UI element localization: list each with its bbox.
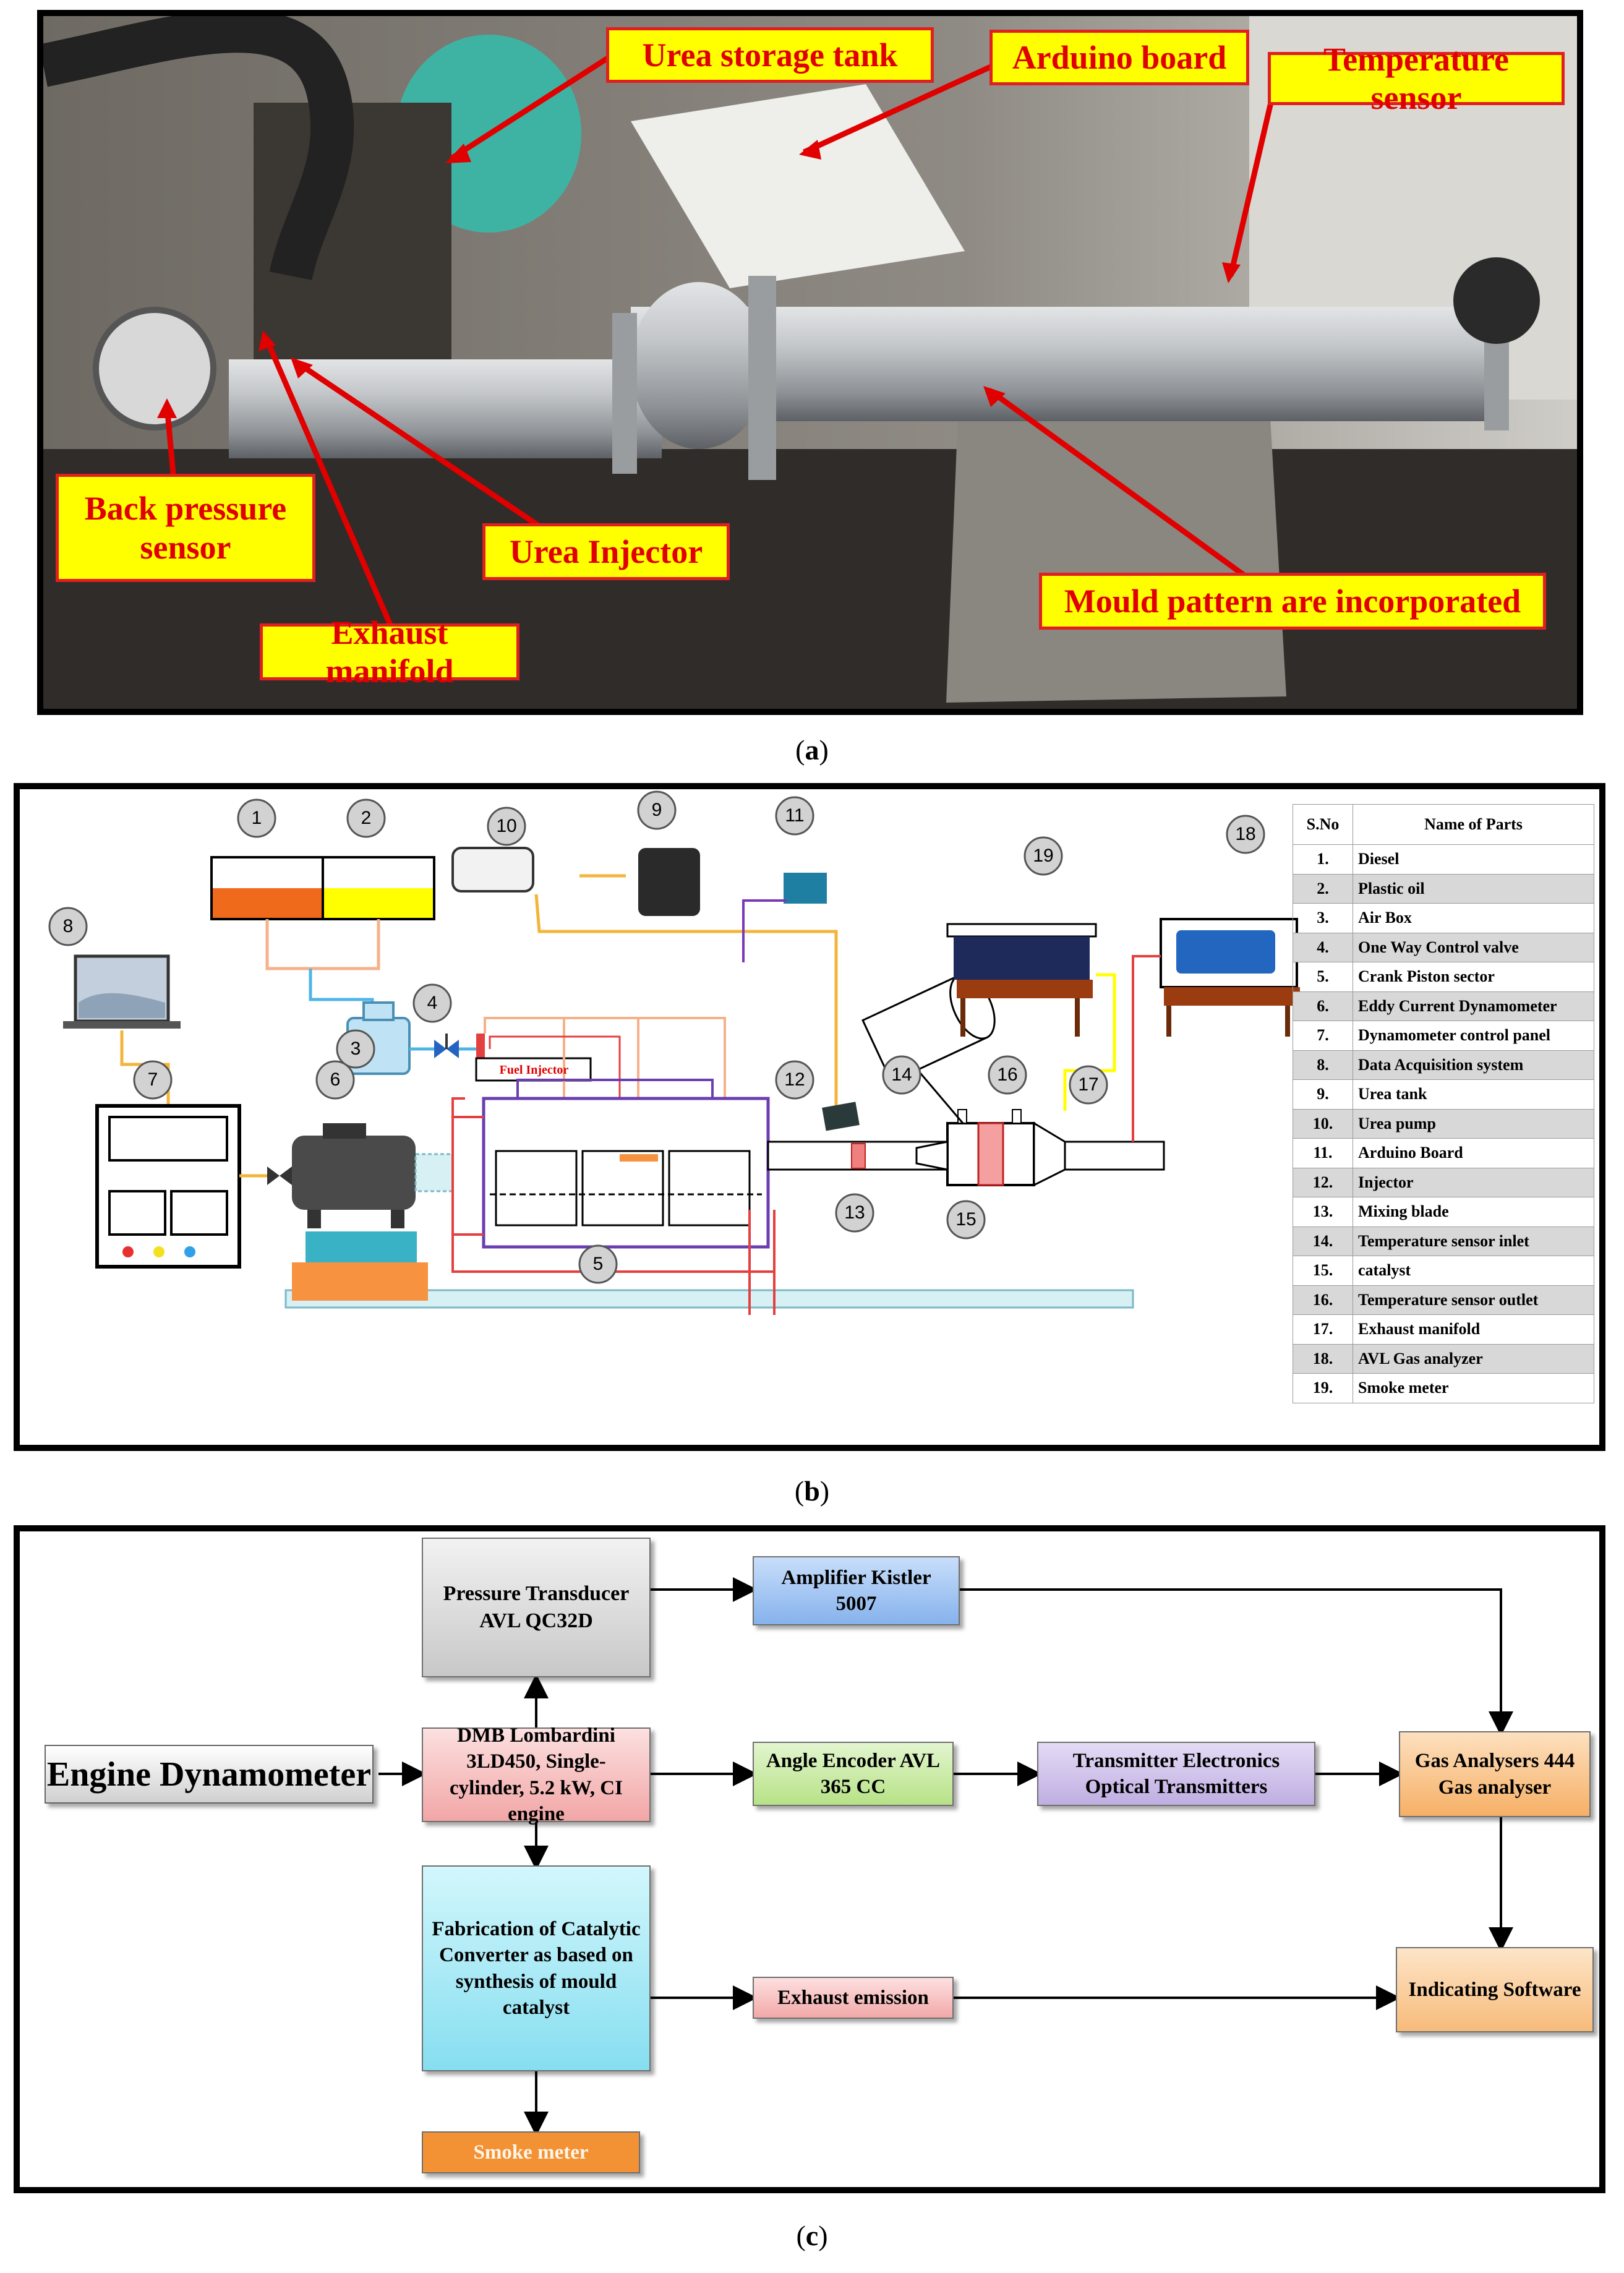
table-row: 7.Dynamometer control panel — [1293, 1021, 1594, 1051]
table-row: 8.Data Acquisition system — [1293, 1050, 1594, 1080]
marker-3: 3 — [350, 1038, 361, 1059]
callout-arduino-board: Arduino board — [989, 30, 1249, 85]
marker-2: 2 — [361, 808, 372, 828]
table-row: 12.Injector — [1293, 1167, 1594, 1197]
table-row: 13.Mixing blade — [1293, 1197, 1594, 1227]
marker-14: 14 — [891, 1064, 912, 1085]
gas-analysers-box: Gas Analysers 444 Gas analyser — [1399, 1731, 1591, 1817]
marker-18: 18 — [1235, 824, 1256, 844]
marker-8: 8 — [62, 916, 74, 936]
amplifier-box: Amplifier Kistler 5007 — [753, 1556, 960, 1625]
table-row: 14.Temperature sensor inlet — [1293, 1226, 1594, 1256]
panel-c-flowchart: Engine Dynamometer Pressure Transducer A… — [14, 1525, 1605, 2193]
marker-16: 16 — [997, 1064, 1018, 1085]
panel-b-schematic: 1 2 3 4 5 6 7 8 9 10 11 12 13 14 15 16 1… — [14, 783, 1605, 1451]
schematic-drawing — [63, 847, 1300, 1315]
table-header-sno: S.No — [1293, 804, 1353, 845]
table-row: 15.catalyst — [1293, 1256, 1594, 1286]
table-row: 9.Urea tank — [1293, 1079, 1594, 1110]
angle-encoder-box: Angle Encoder AVL 365 CC — [753, 1742, 954, 1806]
table-row: 16.Temperature sensor outlet — [1293, 1285, 1594, 1315]
callout-back-pressure-sensor: Back pressure sensor — [56, 474, 315, 582]
table-row: 1.Diesel — [1293, 844, 1594, 875]
table-header-name: Name of Parts — [1353, 804, 1594, 845]
smoke-meter-box: Smoke meter — [422, 2131, 640, 2173]
marker-10: 10 — [496, 816, 517, 836]
marker-6: 6 — [330, 1069, 341, 1090]
marker-5: 5 — [592, 1254, 604, 1274]
exhaust-emission-box: Exhaust emission — [753, 1977, 954, 2019]
marker-12: 12 — [784, 1069, 805, 1090]
callout-urea-injector: Urea Injector — [482, 523, 730, 580]
marker-7: 7 — [147, 1069, 158, 1090]
table-row: 4.One Way Control valve — [1293, 932, 1594, 962]
table-row: 5.Crank Piston sector — [1293, 962, 1594, 992]
flowchart-arrows — [378, 1577, 1513, 2136]
panel-a-photo: Urea storage tank Arduino board Temperat… — [37, 10, 1583, 715]
marker-17: 17 — [1078, 1074, 1099, 1095]
marker-1: 1 — [251, 808, 262, 828]
indicating-software-box: Indicating Software — [1396, 1947, 1594, 2032]
table-row: 11.Arduino Board — [1293, 1138, 1594, 1168]
marker-4: 4 — [427, 993, 438, 1013]
table-row: 17.Exhaust manifold — [1293, 1314, 1594, 1345]
marker-9: 9 — [651, 800, 662, 820]
table-row: 10.Urea pump — [1293, 1108, 1594, 1139]
table-row: 3.Air Box — [1293, 903, 1594, 933]
callout-mould-pattern: Mould pattern are incorporated — [1039, 573, 1546, 630]
parts-table: S.No Name of Parts 1.Diesel 2.Plastic oi… — [1293, 804, 1594, 1441]
marker-layer — [48, 790, 1265, 1284]
fuel-injector-label: Fuel Injector — [499, 1063, 569, 1077]
callout-urea-storage-tank: Urea storage tank — [606, 27, 934, 83]
transmitter-box: Transmitter Electronics Optical Transmit… — [1037, 1742, 1315, 1806]
marker-15: 15 — [955, 1209, 977, 1230]
caption-a: (a) — [795, 734, 829, 766]
caption-c: (c) — [796, 2220, 828, 2251]
callout-temperature-sensor: Temperature sensor — [1268, 41, 1565, 116]
table-row: 18.AVL Gas analyzer — [1293, 1343, 1594, 1374]
marker-11: 11 — [785, 805, 805, 826]
caption-b: (b) — [794, 1475, 830, 1507]
engine-dynamometer-box: Engine Dynamometer — [45, 1745, 374, 1804]
marker-13: 13 — [844, 1202, 865, 1223]
table-row: 6.Eddy Current Dynamometer — [1293, 991, 1594, 1021]
table-row: 19.Smoke meter — [1293, 1373, 1594, 1403]
marker-19: 19 — [1033, 845, 1054, 866]
callout-exhaust-manifold: Exhaust manifold — [260, 614, 519, 690]
fabrication-box: Fabrication of Catalytic Converter as ba… — [422, 1865, 651, 2071]
engine-box: DMB Lombardini 3LD450, Single-cylinder, … — [422, 1724, 651, 1825]
table-row: 2.Plastic oil — [1293, 873, 1594, 904]
pressure-transducer-box: Pressure Transducer AVL QC32D — [422, 1538, 651, 1677]
